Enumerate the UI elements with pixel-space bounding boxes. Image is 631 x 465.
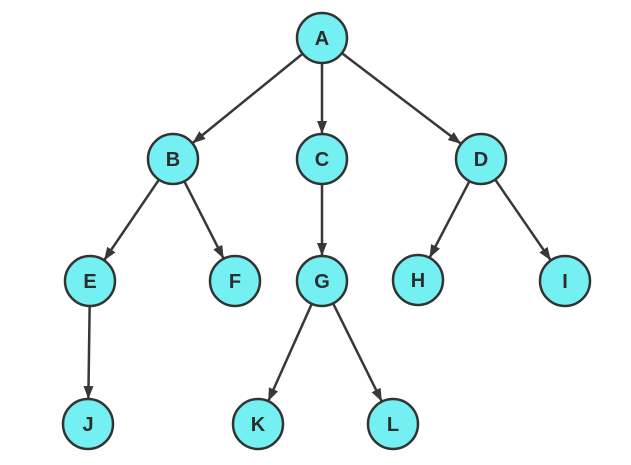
node-L[interactable]: L [366,397,420,451]
node-H-label: H [411,270,425,292]
node-D-circle[interactable] [454,132,508,186]
edge-B-E [103,178,160,261]
node-H-circle[interactable] [391,253,445,307]
node-C-label: C [315,149,329,171]
node-H[interactable]: H [391,253,445,307]
edge-B-F [183,180,225,259]
node-I[interactable]: I [538,254,592,308]
node-E-circle[interactable] [63,254,117,308]
node-G-label: G [314,271,330,293]
node-K-label: K [251,414,266,436]
node-F-label: F [229,271,241,293]
node-B[interactable]: B [146,132,200,186]
edge-G-L [331,302,383,402]
edge-D-H [428,180,471,258]
node-E-label: E [83,271,96,293]
node-J-label: J [82,414,93,436]
node-A[interactable]: A [295,11,349,65]
node-D-label: D [474,149,488,171]
node-E[interactable]: E [63,254,117,308]
node-L-circle[interactable] [366,397,420,451]
node-A-label: A [315,28,329,50]
node-C-circle[interactable] [295,132,349,186]
node-D[interactable]: D [454,132,508,186]
node-G[interactable]: G [295,254,349,308]
node-B-label: B [166,149,180,171]
node-J-circle[interactable] [61,397,115,451]
node-I-circle[interactable] [538,254,592,308]
node-J[interactable]: J [61,397,115,451]
node-F[interactable]: F [208,254,262,308]
edge-A-B [192,52,304,144]
edge-G-K [267,303,313,402]
edge-E-J [83,305,94,400]
edge-A-D [341,52,462,145]
node-G-circle[interactable] [295,254,349,308]
node-F-circle[interactable] [208,254,262,308]
node-L-label: L [387,414,399,436]
node-K-circle[interactable] [231,397,285,451]
edge-D-I [494,178,552,261]
node-K[interactable]: K [231,397,285,451]
node-A-circle[interactable] [295,11,349,65]
node-B-circle[interactable] [146,132,200,186]
node-C[interactable]: C [295,132,349,186]
node-I-label: I [562,271,568,293]
